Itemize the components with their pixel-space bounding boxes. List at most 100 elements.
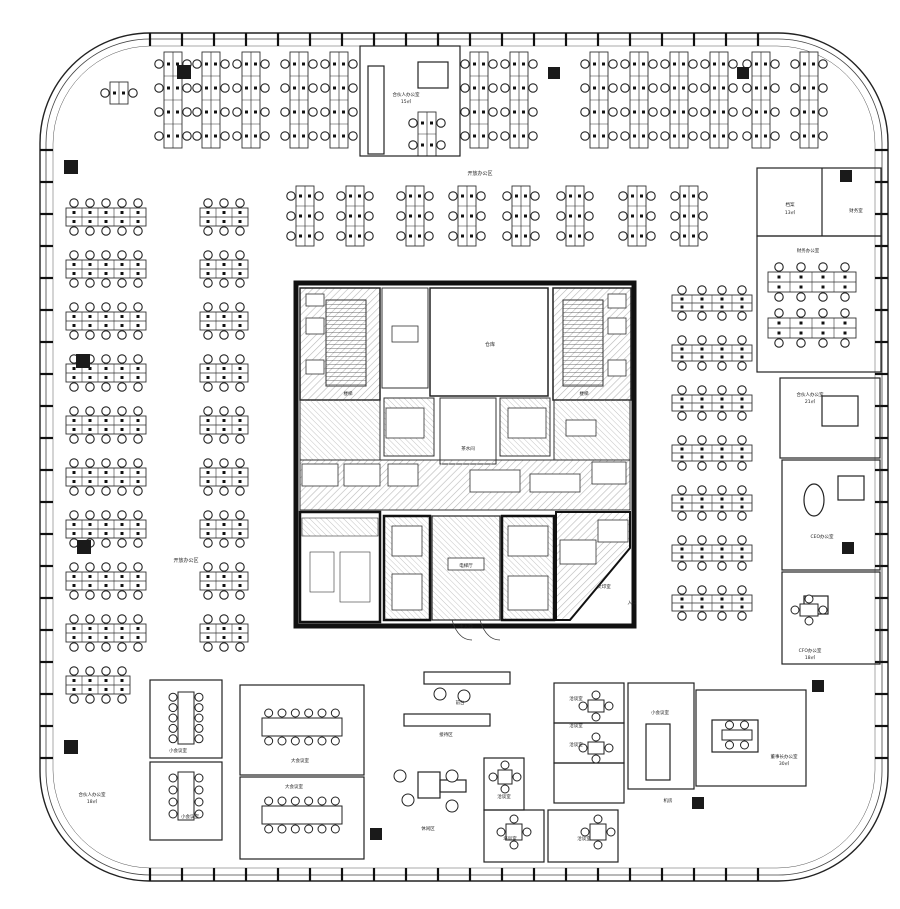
monitor [214, 86, 217, 90]
chair [591, 754, 601, 764]
chair [796, 338, 806, 348]
chair [277, 796, 287, 806]
chair [192, 107, 202, 117]
chair [790, 59, 800, 69]
chair [168, 809, 178, 819]
chair [101, 226, 111, 236]
chair [69, 382, 79, 392]
chair [235, 354, 245, 364]
chair [580, 131, 590, 141]
monitor [136, 419, 140, 422]
monitor [700, 405, 704, 409]
monitor [206, 220, 210, 223]
monitor [88, 627, 92, 630]
chair [194, 785, 204, 795]
chair [100, 88, 110, 98]
chair [232, 131, 242, 141]
monitor [821, 331, 825, 335]
monitor [680, 497, 684, 501]
chair [348, 107, 358, 117]
chair [203, 250, 213, 260]
chair [408, 140, 418, 150]
director-area: 30㎡ [779, 760, 790, 767]
chair [677, 335, 687, 345]
chair [488, 772, 498, 782]
chair [608, 59, 618, 69]
monitor [642, 134, 645, 138]
monitor [683, 234, 686, 238]
monitor [821, 321, 825, 325]
chair [677, 461, 687, 471]
lounge-chair [401, 793, 415, 807]
chair [818, 338, 828, 348]
monitor [136, 263, 140, 266]
lounge-chair [445, 769, 459, 783]
chair [101, 642, 111, 652]
chair [219, 278, 229, 288]
chair [840, 308, 850, 318]
partner-office-right-label: 合伙人办公室 [797, 391, 824, 398]
monitor [72, 272, 76, 275]
monitor [473, 110, 476, 114]
chair [133, 614, 143, 624]
chair [509, 840, 519, 850]
window-mullions [40, 33, 888, 881]
monitor [136, 636, 140, 639]
monitor [88, 376, 92, 379]
chair [604, 743, 614, 753]
chair [101, 614, 111, 624]
monitor [740, 597, 744, 601]
desk-cluster [671, 585, 753, 621]
monitor [222, 532, 226, 535]
monitor [803, 86, 806, 90]
chair [818, 308, 828, 318]
chair [737, 535, 747, 545]
monitor [682, 86, 685, 90]
chair [796, 308, 806, 318]
chair [286, 231, 296, 241]
monitor [740, 355, 744, 359]
chair [117, 250, 127, 260]
monitor [254, 134, 257, 138]
monitor [409, 214, 412, 218]
monitor [349, 194, 352, 198]
chair [818, 131, 828, 141]
monitor [700, 355, 704, 359]
partner-office-right-area: 21㎡ [805, 398, 816, 405]
chair [728, 107, 738, 117]
chair [308, 107, 318, 117]
monitor [358, 194, 361, 198]
meeting-table [168, 691, 204, 745]
monitor [633, 110, 636, 114]
monitor [515, 194, 518, 198]
monitor [238, 367, 242, 370]
chair [488, 83, 498, 93]
negotiation-2-room [547, 809, 619, 863]
chair [133, 250, 143, 260]
monitor [700, 597, 704, 601]
monitor [740, 547, 744, 551]
chair [69, 278, 79, 288]
chair [85, 666, 95, 676]
chair [133, 458, 143, 468]
chair [502, 211, 512, 221]
monitor [302, 110, 305, 114]
chair [117, 666, 127, 676]
monitor [421, 121, 424, 125]
chair [725, 720, 734, 730]
chair [133, 486, 143, 496]
chair [488, 107, 498, 117]
chair [69, 562, 79, 572]
monitor [333, 134, 336, 138]
monitor [569, 194, 572, 198]
monitor [680, 297, 684, 301]
chair [314, 231, 324, 241]
monitor [700, 447, 704, 451]
monitor [713, 110, 716, 114]
monitor [88, 532, 92, 535]
chair [502, 231, 512, 241]
monitor [206, 263, 210, 266]
chair [314, 211, 324, 221]
chair [688, 83, 698, 93]
